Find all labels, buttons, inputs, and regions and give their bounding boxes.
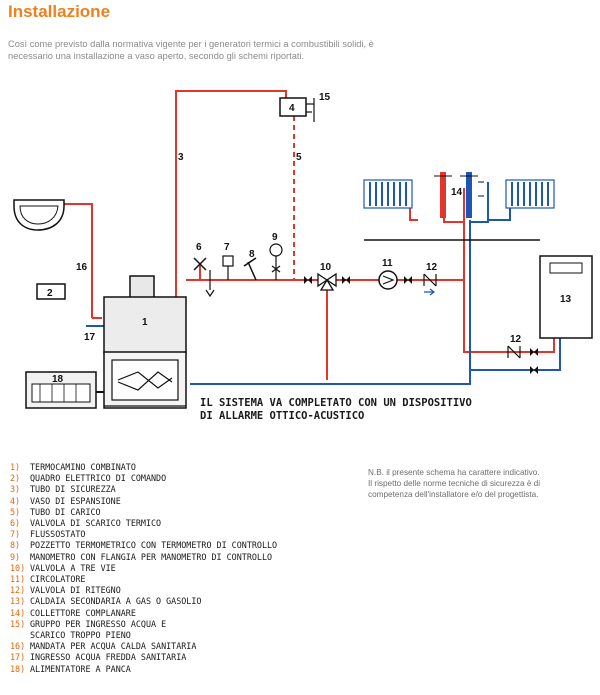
callout-line-1: IL SISTEMA VA COMPLETATO CON UN DISPOSIT… xyxy=(200,397,472,409)
collector-return xyxy=(470,182,489,223)
label-2: 2 xyxy=(47,288,53,299)
legend-item: 6)VALVOLA DI SCARICO TERMICO xyxy=(10,518,162,529)
return-pipe xyxy=(190,220,471,385)
radiator-left-flow xyxy=(409,204,418,221)
legend-item: 17)INGRESSO ACQUA FREDDA SANITARIA xyxy=(10,652,187,663)
gate-valve-icon xyxy=(342,276,350,284)
secondary-flow-pipe xyxy=(463,280,555,353)
legend-item: 18)ALIMENTATORE A PANCA xyxy=(10,663,131,674)
thermal-discharge-valve-icon xyxy=(193,257,215,298)
fireplace-icon xyxy=(103,275,187,409)
intro-text: Così come previsto dalla normativa vigen… xyxy=(8,39,374,61)
label-12b: 12 xyxy=(510,334,522,345)
return-branch xyxy=(470,338,561,371)
label-6: 6 xyxy=(196,242,202,253)
circulator-pump-icon xyxy=(378,270,398,290)
label-14: 14 xyxy=(451,187,463,198)
label-4: 4 xyxy=(289,103,295,114)
label-5: 5 xyxy=(296,152,302,163)
label-7: 7 xyxy=(224,242,230,253)
legend-item: 5)TUBO DI CARICO xyxy=(10,506,101,517)
secondary-boiler xyxy=(539,255,593,339)
radiator-icon xyxy=(505,179,555,209)
legend-item: 9)MANOMETRO CON FLANGIA PER MANOMETRO DI… xyxy=(10,551,273,562)
label-8: 8 xyxy=(249,249,255,260)
installation-diagram: 1 2 3 4 5 6 7 8 9 10 11 12 12 13 14 15 1… xyxy=(13,90,593,422)
collector-icon xyxy=(434,172,484,218)
radiator-icon xyxy=(363,179,413,209)
legend-item: 4)VASO DI ESPANSIONE xyxy=(10,495,121,506)
gate-valve-icon xyxy=(304,276,312,284)
expansion-tank-icon xyxy=(279,97,315,122)
label-16: 16 xyxy=(76,262,88,273)
thermometer-icon xyxy=(243,257,257,281)
label-18: 18 xyxy=(52,374,64,385)
legend-item: 8)POZZETTO TERMOMETRICO CON TERMOMETRO D… xyxy=(10,540,278,551)
legend-item: 15)GRUPPO PER INGRESSO ACQUA E xyxy=(10,618,167,629)
manometer-icon xyxy=(269,243,283,280)
label-1: 1 xyxy=(142,317,148,328)
disclaimer-note: N.B. il presente schema ha carattere ind… xyxy=(368,467,596,500)
bench-feeder-icon xyxy=(25,371,104,409)
label-11: 11 xyxy=(382,258,393,269)
three-way-valve-icon xyxy=(317,272,337,291)
label-9: 9 xyxy=(272,232,278,243)
page-title: Installazione xyxy=(8,2,111,21)
flow-switch-icon xyxy=(222,255,234,280)
label-13: 13 xyxy=(560,294,572,305)
check-valve-icon xyxy=(423,273,437,296)
legend-item: 10)VALVOLA A TRE VIE xyxy=(10,562,116,573)
gate-valve-icon xyxy=(530,366,538,374)
legend-item: 13)CALDAIA SECONDARIA A GAS O GASOLIO xyxy=(10,596,202,607)
legend-item: 1)TERMOCAMINO COMBINATO xyxy=(10,462,136,472)
washbasin-icon xyxy=(13,199,65,231)
note-line: competenza dell'installatore e/o del pro… xyxy=(368,490,539,499)
legend-item: 2)QUADRO ELETTRICO DI COMANDO xyxy=(10,473,167,484)
legend-item: 14)COLLETTORE COMPLANARE xyxy=(10,607,136,618)
legend-item: 12)VALVOLA DI RITEGNO xyxy=(10,585,121,596)
check-valve-icon xyxy=(507,345,521,359)
legend-item: SCARICO TROPPO PIENO xyxy=(30,630,131,641)
radiator-right-return xyxy=(488,204,511,221)
note-line: N.B. il presente schema ha carattere ind… xyxy=(368,468,540,477)
callout-line-2: DI ALLARME OTTICO-ACUSTICO xyxy=(200,410,364,422)
label-3: 3 xyxy=(178,152,184,163)
gate-valve-icon xyxy=(404,276,412,284)
legend-item: 7)FLUSSOSTATO xyxy=(10,529,86,540)
safety-pipe xyxy=(175,90,287,297)
legend-item: 11)CIRCOLATORE xyxy=(10,574,86,585)
control-panel xyxy=(36,283,66,300)
legend-item: 3)TUBO DI SICUREZZA xyxy=(10,484,116,495)
legend-item: 16)MANDATA PER ACQUA CALDA SANITARIA xyxy=(10,641,197,652)
label-12a: 12 xyxy=(426,262,438,273)
legend-list: 1)TERMOCAMINO COMBINATO 2)QUADRO ELETTRI… xyxy=(10,462,277,675)
gate-valve-icon xyxy=(530,348,538,356)
label-17: 17 xyxy=(84,332,96,343)
label-10: 10 xyxy=(320,262,332,273)
label-15: 15 xyxy=(319,92,331,103)
note-line: Il rispetto delle norme tecniche di sicu… xyxy=(368,479,541,488)
